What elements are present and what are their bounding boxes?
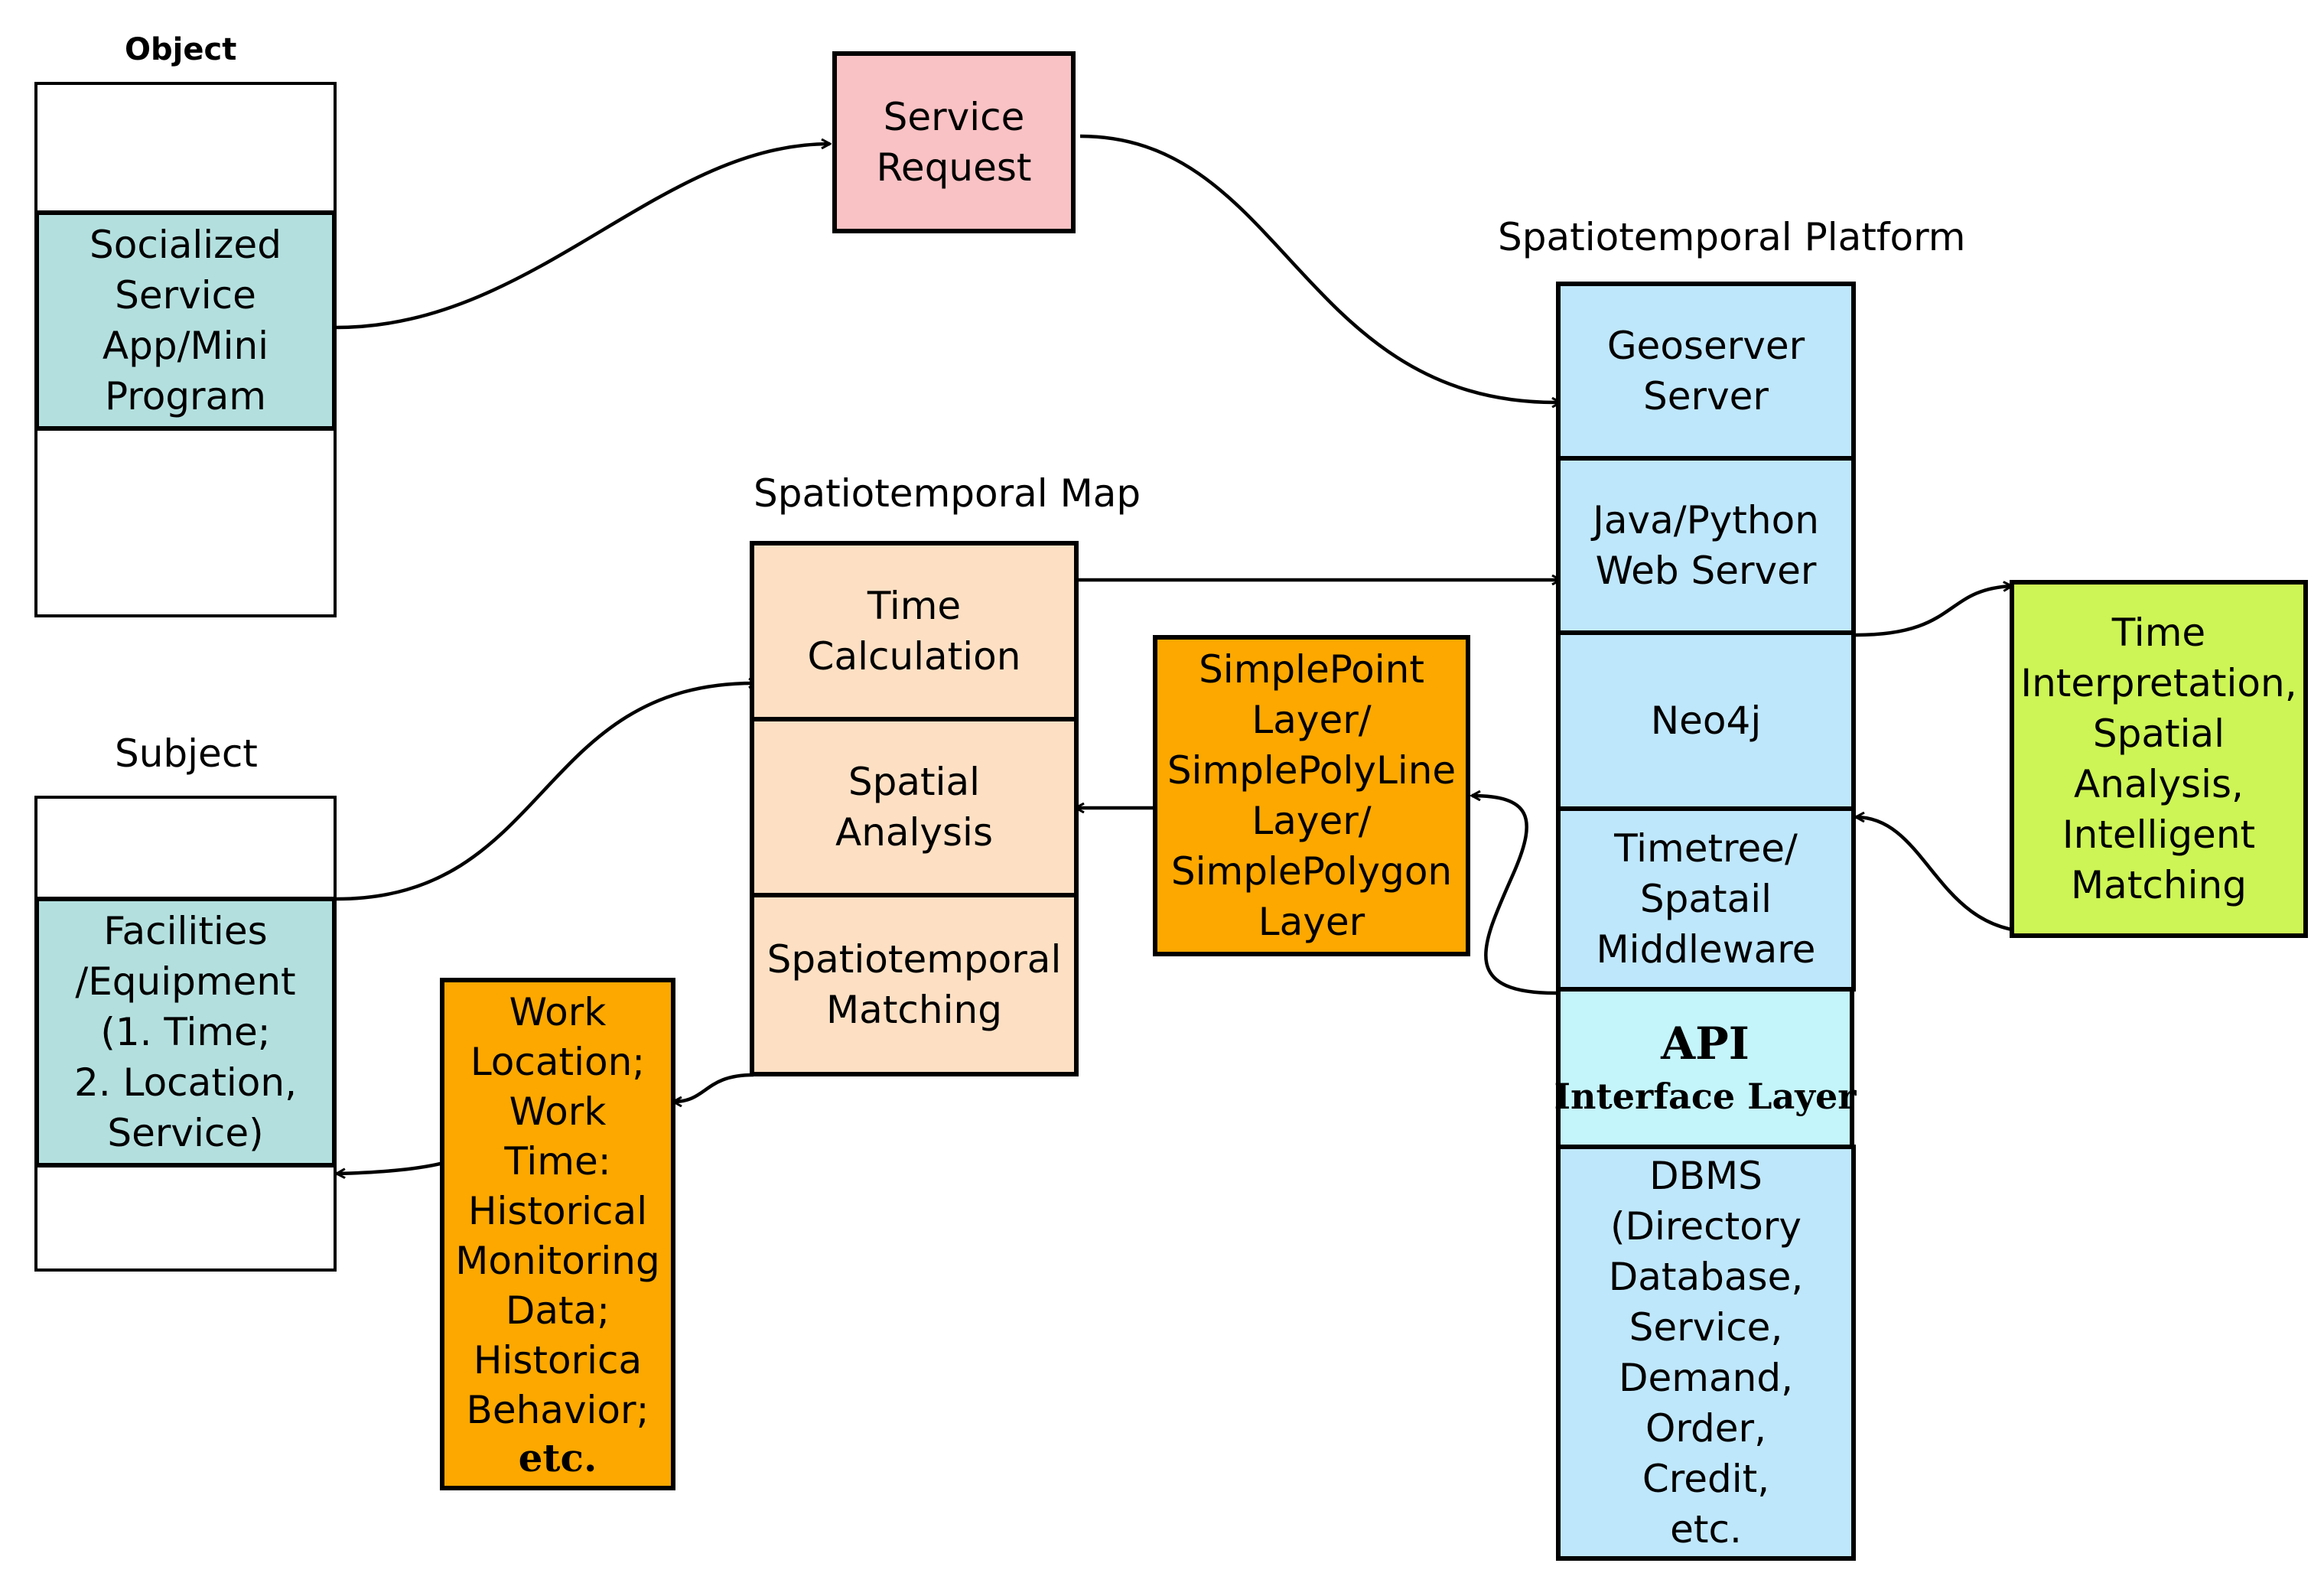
neo4j-box: Neo4j xyxy=(1556,630,1856,811)
arrow-middleware-to-layers xyxy=(1472,796,1561,995)
object-title: Object xyxy=(125,32,237,67)
map-title: Spatiotemporal Map xyxy=(754,471,1141,516)
subject-title: Subject xyxy=(115,731,258,776)
geoserver-box: Geoserver Server xyxy=(1556,282,1856,461)
api-subtitle: Interface Layer xyxy=(1554,1076,1857,1117)
api-title: API xyxy=(1661,1018,1750,1070)
spatiotemporal-matching-box: Spatiotemporal Matching xyxy=(750,893,1079,1076)
arrow-matching-to-work xyxy=(673,1073,754,1102)
socialized-service-app-box: Socialized Service App/Mini Program xyxy=(34,210,337,431)
dbms-box: DBMS (Directory Database, Service, Deman… xyxy=(1556,1145,1856,1561)
arrow-webserver-to-analysis xyxy=(1855,586,2012,637)
web-server-box: Java/Python Web Server xyxy=(1556,456,1856,635)
facilities-equipment-box: Facilities /Equipment (1. Time; 2. Locat… xyxy=(34,897,337,1168)
platform-title: Spatiotemporal Platform xyxy=(1498,215,1966,259)
work-history-box: Work Location; Work Time: Historical Mon… xyxy=(440,978,675,1490)
service-request-box: Service Request xyxy=(832,51,1076,233)
simple-layers-box: SimplePoint Layer/ SimplePolyLine Layer/… xyxy=(1153,635,1470,956)
time-calculation-box: Time Calculation xyxy=(750,541,1079,721)
arrow-request-to-geoserver xyxy=(1079,134,1561,402)
work-history-etc: etc. xyxy=(518,1435,597,1480)
middleware-box: Timetree/ Spatail Middleware xyxy=(1556,806,1856,992)
arrow-app-to-request xyxy=(336,144,830,330)
arrow-analysis-to-middleware xyxy=(1856,817,2036,934)
api-interface-layer-box: API Interface Layer xyxy=(1554,987,1857,1149)
time-spatial-matching-box: Time Interpretation, Spatial Analysis, I… xyxy=(2010,580,2308,938)
work-history-label: Work Location; Work Time: Historical Mon… xyxy=(455,989,660,1432)
spatial-analysis-box: Spatial Analysis xyxy=(750,717,1079,897)
arrow-facilities-to-timecalc xyxy=(336,683,757,901)
